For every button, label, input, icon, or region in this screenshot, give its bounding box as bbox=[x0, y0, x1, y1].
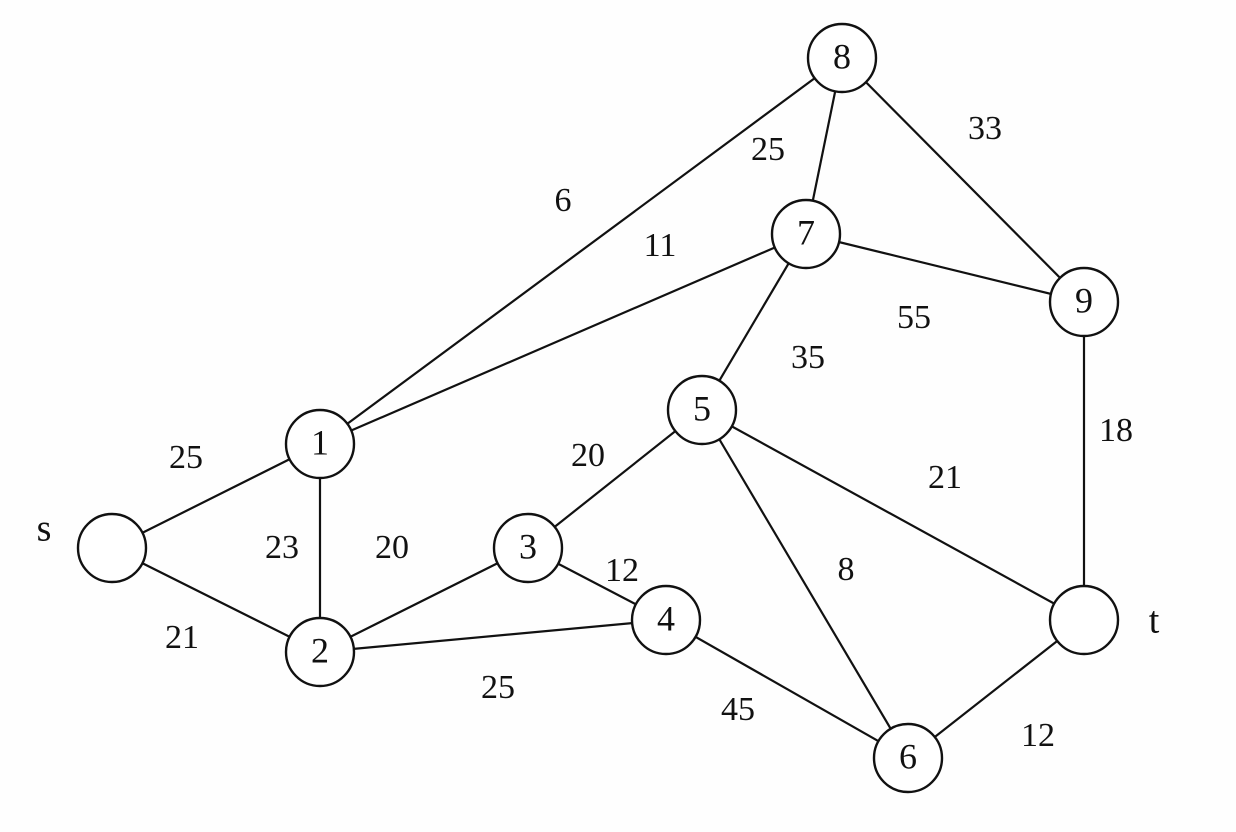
node-circle-t bbox=[1048, 584, 1120, 656]
node-circle-7 bbox=[770, 198, 842, 270]
edge-weight-3-4: 12 bbox=[605, 552, 639, 589]
node-label-6: 6 bbox=[899, 736, 917, 776]
node-circle-9 bbox=[1048, 266, 1120, 338]
node-2: 2 bbox=[284, 616, 356, 688]
node-label-8: 8 bbox=[833, 36, 851, 76]
edge-weight-8-9: 33 bbox=[968, 110, 1002, 147]
node-t: t bbox=[1048, 584, 1160, 656]
edge-weight-9-t: 18 bbox=[1099, 412, 1133, 449]
edge-weight-s-2: 21 bbox=[165, 619, 199, 656]
edge-weight-1-7: 11 bbox=[644, 227, 677, 264]
edge-weight-5-6: 8 bbox=[838, 551, 855, 588]
edge-weight-1-2: 23 bbox=[265, 529, 299, 566]
node-7: 7 bbox=[770, 198, 842, 270]
terminal-label-s: s bbox=[37, 508, 52, 550]
node-label-1: 1 bbox=[311, 422, 329, 462]
edge-s-2 bbox=[111, 547, 321, 653]
node-circle-8 bbox=[806, 22, 878, 94]
node-5: 5 bbox=[666, 374, 738, 446]
node-circle-4 bbox=[630, 584, 702, 656]
node-circle-5 bbox=[666, 374, 738, 446]
node-label-9: 9 bbox=[1075, 280, 1093, 320]
edge-weight-s-1: 25 bbox=[169, 439, 203, 476]
node-circle-s bbox=[76, 512, 148, 584]
edge-5-t bbox=[701, 409, 1085, 621]
edge-weight-2-4: 25 bbox=[481, 669, 515, 706]
edge-6-t bbox=[907, 619, 1085, 759]
edge-8-9 bbox=[841, 57, 1085, 303]
edge-weight-6-t: 12 bbox=[1021, 717, 1055, 754]
node-8: 8 bbox=[806, 22, 878, 94]
node-label-5: 5 bbox=[693, 388, 711, 428]
edge-2-4 bbox=[319, 618, 667, 654]
edge-weight-2-3: 20 bbox=[375, 529, 409, 566]
edge-4-6 bbox=[665, 619, 909, 759]
edge-3-5 bbox=[527, 409, 703, 549]
node-label-7: 7 bbox=[797, 212, 815, 252]
node-3: 3 bbox=[492, 512, 564, 584]
edges-layer bbox=[111, 57, 1086, 759]
edge-weight-5-t: 21 bbox=[928, 459, 962, 496]
edge-weight-7-9: 55 bbox=[897, 299, 931, 336]
edge-1-7 bbox=[319, 232, 807, 446]
node-circle-2 bbox=[284, 616, 356, 688]
node-9: 9 bbox=[1048, 266, 1120, 338]
edge-weight-1-8: 6 bbox=[555, 182, 572, 219]
node-label-4: 4 bbox=[657, 598, 675, 638]
node-4: 4 bbox=[630, 584, 702, 656]
node-circle-6 bbox=[872, 722, 944, 794]
edge-weight-4-6: 45 bbox=[721, 691, 755, 728]
node-label-3: 3 bbox=[519, 526, 537, 566]
node-s: s bbox=[37, 508, 148, 584]
node-circle-1 bbox=[284, 408, 356, 480]
edge-weight-5-7: 35 bbox=[791, 339, 825, 376]
edge-s-1 bbox=[111, 443, 321, 549]
edge-5-6 bbox=[701, 409, 909, 759]
edge-2-3 bbox=[319, 547, 529, 653]
edge-1-8 bbox=[319, 57, 843, 445]
edge-7-9 bbox=[805, 232, 1085, 304]
node-label-2: 2 bbox=[311, 630, 329, 670]
edge-weight-3-5: 20 bbox=[571, 437, 605, 474]
terminal-label-t: t bbox=[1149, 600, 1160, 642]
node-circle-3 bbox=[492, 512, 564, 584]
edge-weight-7-8: 25 bbox=[751, 131, 785, 168]
node-6: 6 bbox=[872, 722, 944, 794]
node-1: 1 bbox=[284, 408, 356, 480]
